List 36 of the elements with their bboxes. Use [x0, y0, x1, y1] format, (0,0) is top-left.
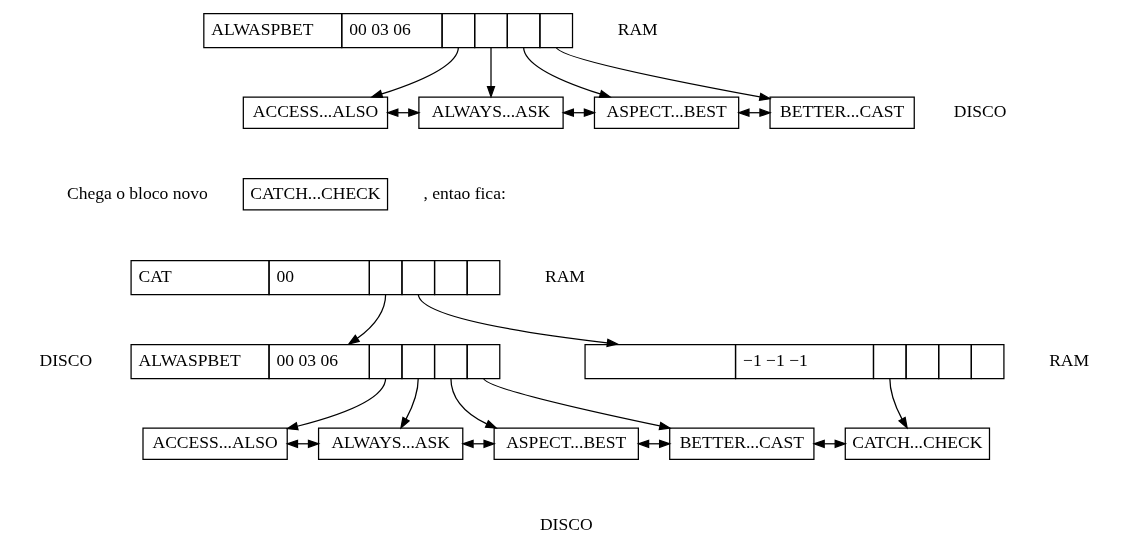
node-box: ALWAYS...ASK: [317, 427, 463, 461]
node-box: BETTER...CAST: [768, 96, 915, 129]
arrow: [636, 439, 672, 449]
arrow: [486, 46, 495, 99]
label: Chega o bloco novo: [66, 182, 208, 203]
arrow: [888, 377, 908, 430]
arrow: [449, 377, 498, 429]
node-box: ACCESS...ALSO: [242, 96, 388, 129]
node-box: BETTER...CAST: [668, 427, 815, 461]
node-label: DISCO: [39, 349, 92, 370]
node-box: CATCH...CHECK: [242, 177, 388, 211]
node-box: ASPECT...BEST: [493, 427, 639, 461]
arrow: [522, 46, 612, 98]
label: , entao fica:: [423, 182, 506, 203]
node-box: ALWAYS...ASK: [417, 96, 564, 129]
arrow: [417, 293, 619, 348]
node-box: ASPECT...BEST: [593, 96, 739, 129]
node-box: ACCESS...ALSO: [141, 427, 288, 461]
arrow: [482, 377, 672, 431]
arrow: [285, 377, 386, 431]
arrow: [555, 46, 772, 102]
node-label: RAM: [617, 18, 658, 39]
arrow: [285, 439, 320, 449]
node-box: CATCH...CHECK: [844, 427, 990, 461]
arrow: [560, 108, 596, 118]
arrow: [369, 46, 459, 98]
arrow: [460, 439, 496, 449]
arrow: [811, 439, 847, 449]
arrow: [385, 108, 421, 118]
arrow: [346, 293, 386, 345]
node-label: RAM: [544, 265, 585, 286]
arrow: [736, 108, 772, 118]
arrow: [399, 377, 419, 430]
node-label: RAM: [1048, 349, 1089, 370]
node-label: DISCO: [953, 101, 1006, 122]
label: DISCO: [539, 513, 593, 534]
